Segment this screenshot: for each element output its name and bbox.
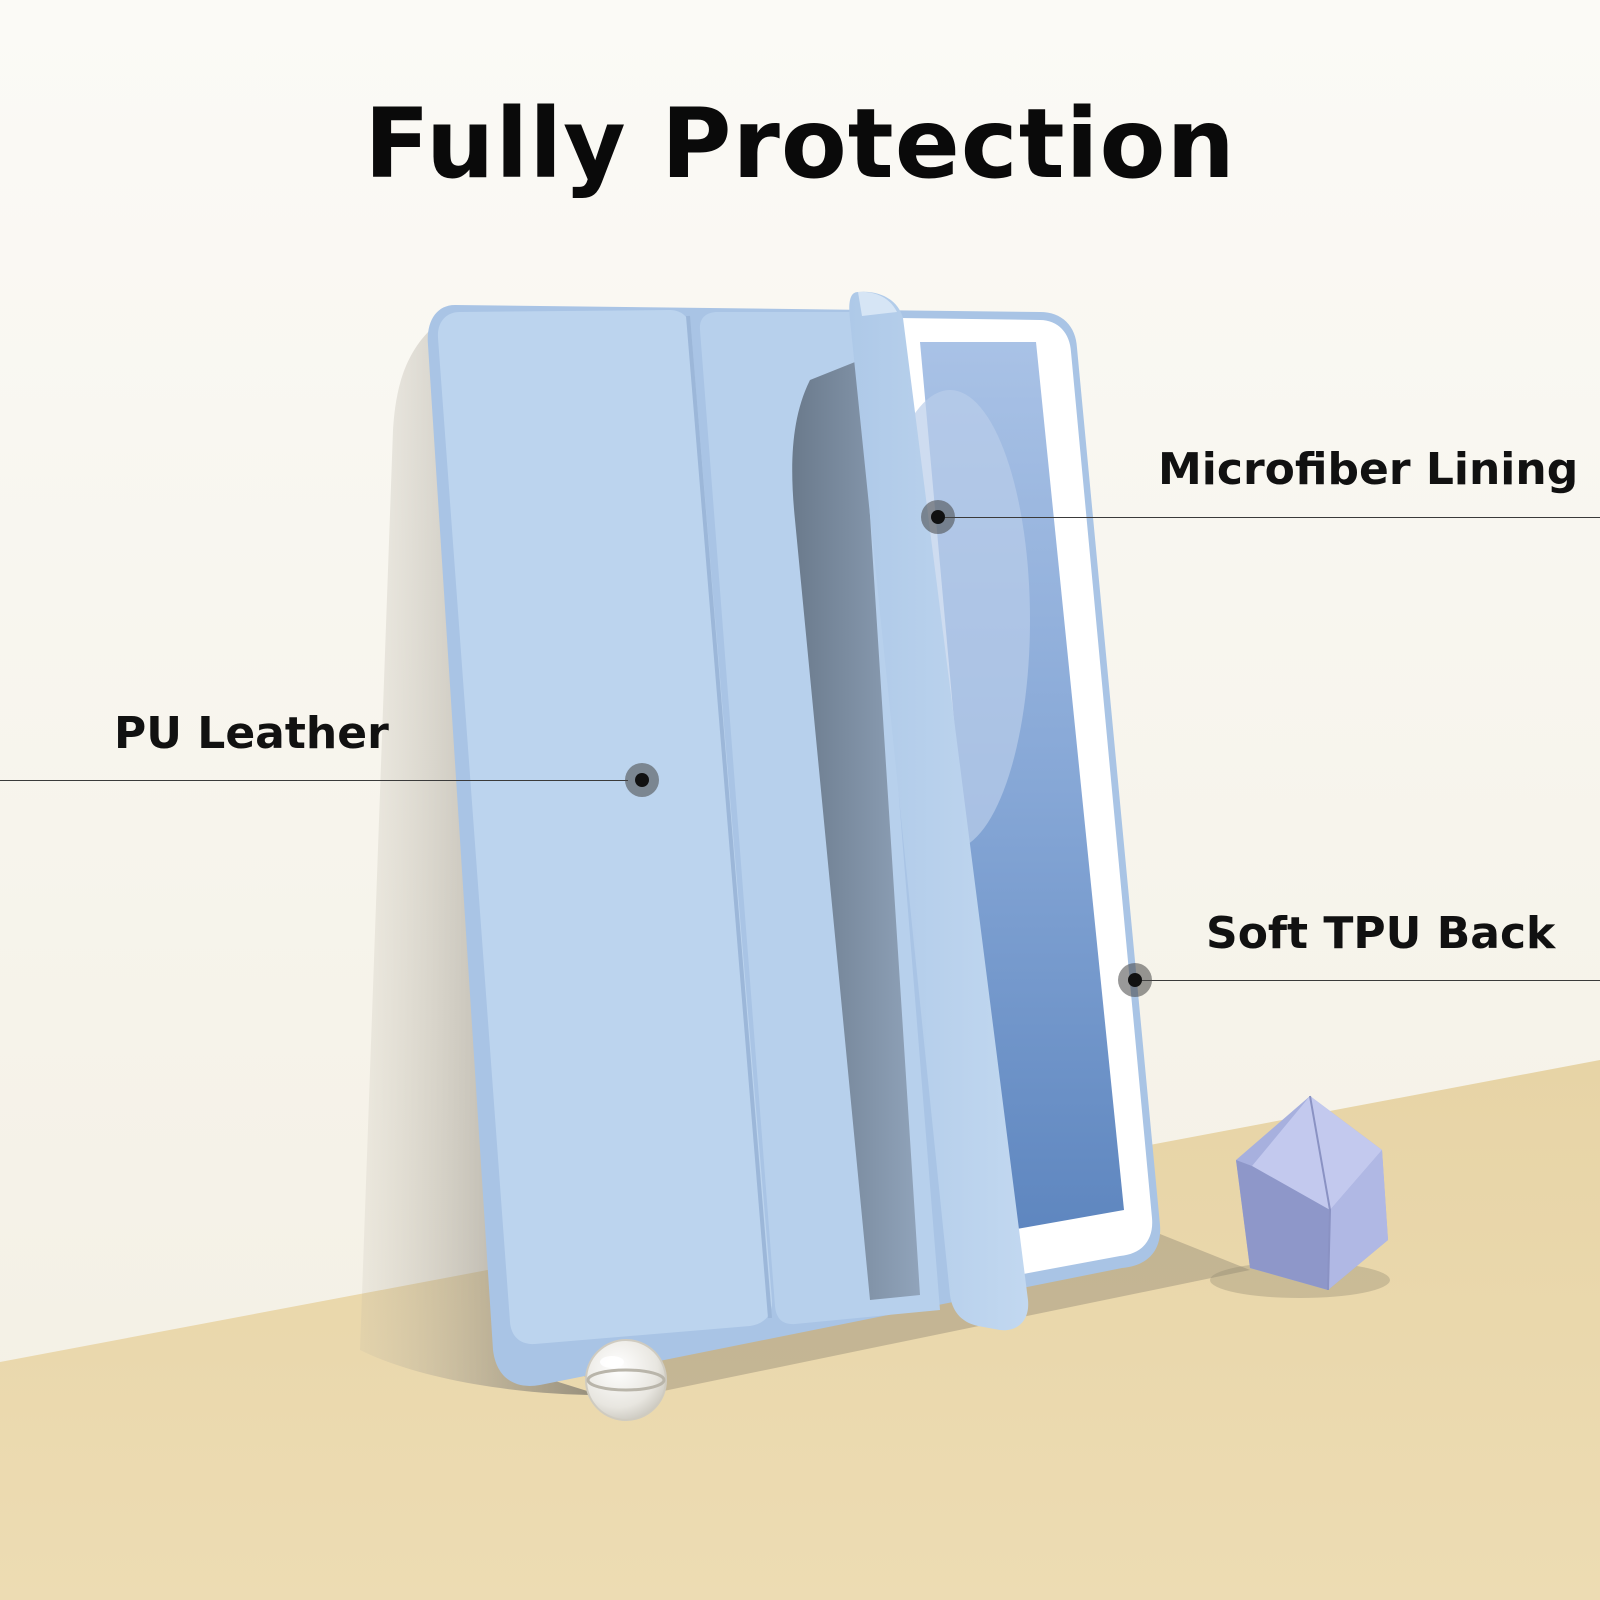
tablet-case-image (427, 291, 1161, 1386)
cover-flap-lifted (849, 291, 1029, 1331)
callout-dot-microfiber-lining (921, 500, 955, 534)
cover-inner-shadow (792, 360, 920, 1300)
clear-bubble-decoration (585, 1339, 667, 1421)
cover-seam-left (686, 315, 772, 1319)
page-title: Fully Protection (364, 88, 1236, 200)
callout-label-microfiber-lining: Microfiber Lining (1158, 444, 1579, 495)
callout-line-soft-tpu-back (1136, 980, 1600, 981)
cover-flap-edge (858, 291, 897, 316)
callout-dot-soft-tpu-back (1118, 963, 1152, 997)
callout-label-soft-tpu-back: Soft TPU Back (1206, 908, 1556, 959)
cover-panel-left (437, 310, 773, 1345)
callout-line-pu-leather (0, 780, 628, 781)
callout-line-microfiber-lining (938, 517, 1600, 518)
polyhedron-decoration (1210, 1095, 1390, 1298)
callout-label-pu-leather: PU Leather (114, 708, 389, 759)
callout-dot-pu-leather (625, 763, 659, 797)
